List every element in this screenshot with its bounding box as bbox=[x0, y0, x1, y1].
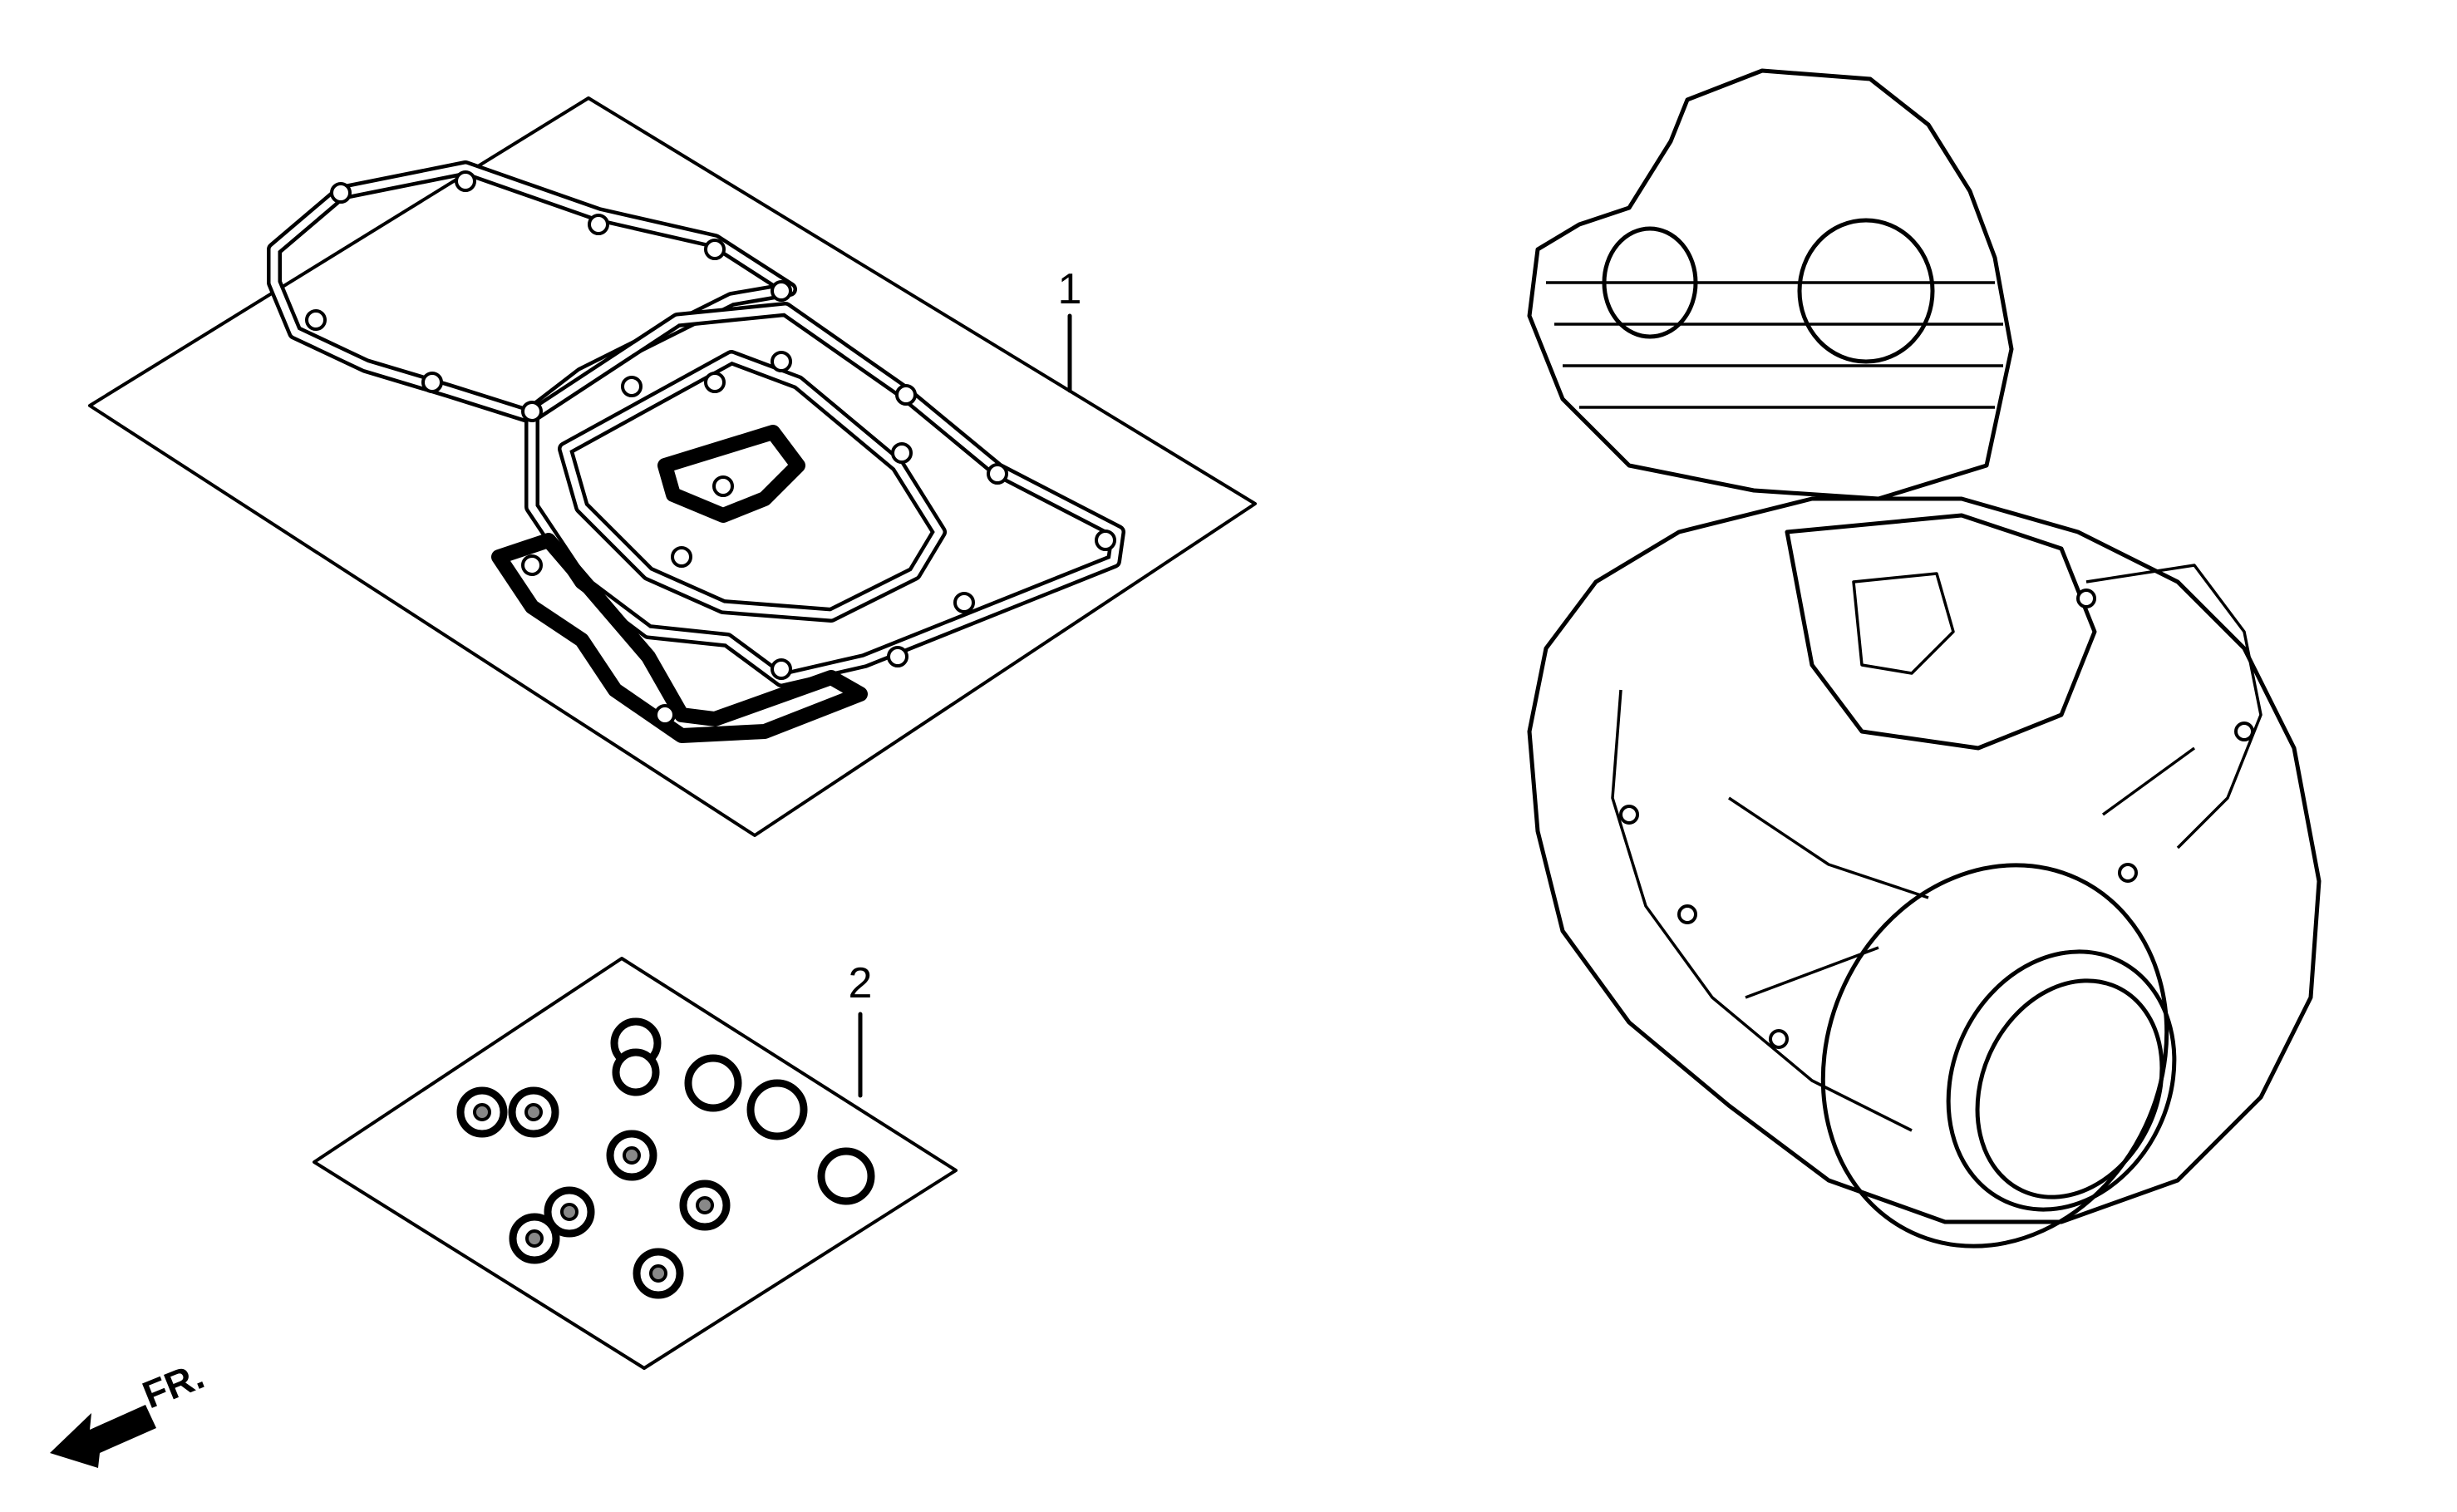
callout-2: 2 bbox=[849, 959, 873, 1007]
callout-1: 1 bbox=[1058, 265, 1082, 313]
engine-illustration bbox=[1527, 68, 2322, 1249]
oil-seals bbox=[456, 1017, 875, 1299]
bolt-holes-kit-a bbox=[305, 170, 1116, 726]
front-direction-label: FR. bbox=[136, 1353, 209, 1416]
front-direction-arrow-icon bbox=[50, 1405, 156, 1468]
gasket-kit-b[interactable] bbox=[313, 957, 958, 1370]
gasket-kit-a[interactable] bbox=[88, 96, 1257, 837]
